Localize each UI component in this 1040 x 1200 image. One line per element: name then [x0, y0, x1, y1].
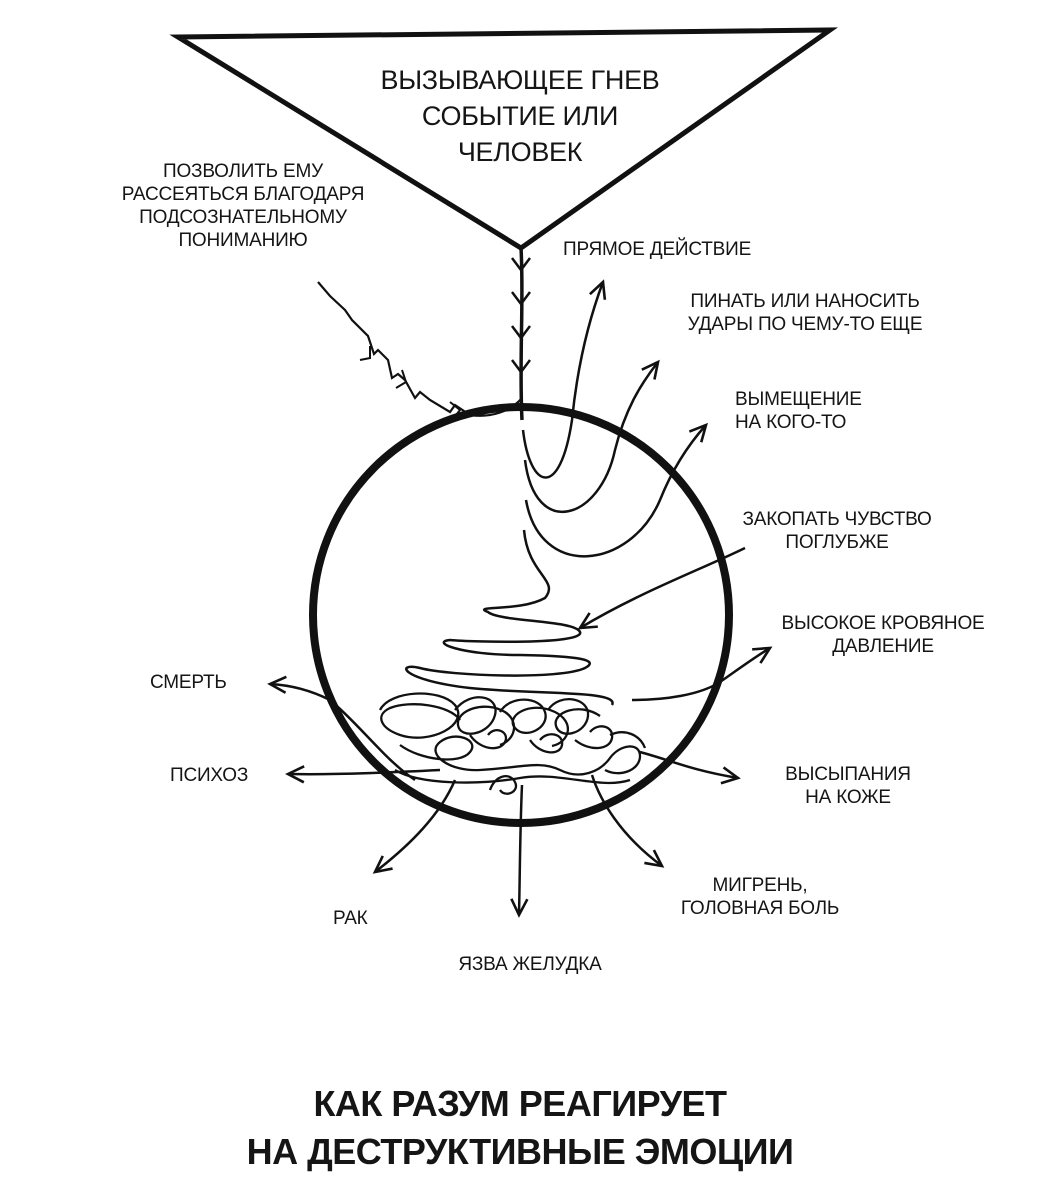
- kick-label: ПИНАТЬ ИЛИ НАНОСИТЬ УДАРЫ ПО ЧЕМУ-ТО ЕЩЕ: [687, 291, 923, 335]
- kick-arrow: [523, 359, 660, 513]
- death-label: СМЕРТЬ: [150, 672, 227, 693]
- coiling-line: [405, 529, 614, 706]
- bury-label: ЗАКОПАТЬ ЧУВСТВО ПОГЛУБЖЕ: [742, 509, 932, 553]
- stem-chevrons: [511, 257, 531, 375]
- funnel-triangle: [169, 27, 839, 251]
- cancer-label: РАК: [333, 908, 368, 929]
- skin-rash-arrow: [639, 750, 741, 785]
- funnel-stem: [519, 247, 524, 421]
- direct-action-label: ПРЯМОЕ ДЕЙСТВИЕ: [563, 239, 752, 260]
- dissipation-squiggle: [317, 281, 523, 417]
- psychosis-label: ПСИХОЗ: [170, 765, 249, 786]
- displacement-arrow: [524, 422, 708, 558]
- direct-action-arrow: [521, 279, 607, 479]
- tangled-knot: [378, 692, 647, 795]
- bury-arrow: [577, 546, 746, 630]
- skin-rash-label: ВЫСЫПАНИЯ НА КОЖЕ: [785, 764, 911, 808]
- cancer-arrow: [372, 779, 457, 874]
- ulcer-arrow: [510, 784, 529, 918]
- dissipate-label: ПОЗВОЛИТЬ ЕМУ РАССЕЯТЬСЯ БЛАГОДАРЯ ПОДСО…: [121, 161, 365, 251]
- ulcer-label: ЯЗВА ЖЕЛУДКА: [458, 954, 602, 975]
- blood-pressure-label: ВЫСОКОЕ КРОВЯНОЕ ДАВЛЕНИЕ: [781, 613, 985, 657]
- funnel-label: ВЫЗЫВАЮЩЕЕ ГНЕВ СОБЫТИЕ ИЛИ ЧЕЛОВЕК: [380, 65, 660, 167]
- blood-pressure-arrow: [631, 646, 773, 702]
- displacement-label: ВЫМЕЩЕНИЕ НА КОГО-ТО: [735, 389, 862, 433]
- migraine-label: МИГРЕНЬ, ГОЛОВНАЯ БОЛЬ: [680, 875, 840, 919]
- death-arrow: [267, 675, 416, 782]
- psychosis-arrow: [285, 765, 441, 784]
- migraine-arrow: [590, 774, 665, 868]
- page-title: КАК РАЗУМ РЕАГИРУЕТ НА ДЕСТРУКТИВНЫЕ ЭМО…: [246, 1083, 794, 1172]
